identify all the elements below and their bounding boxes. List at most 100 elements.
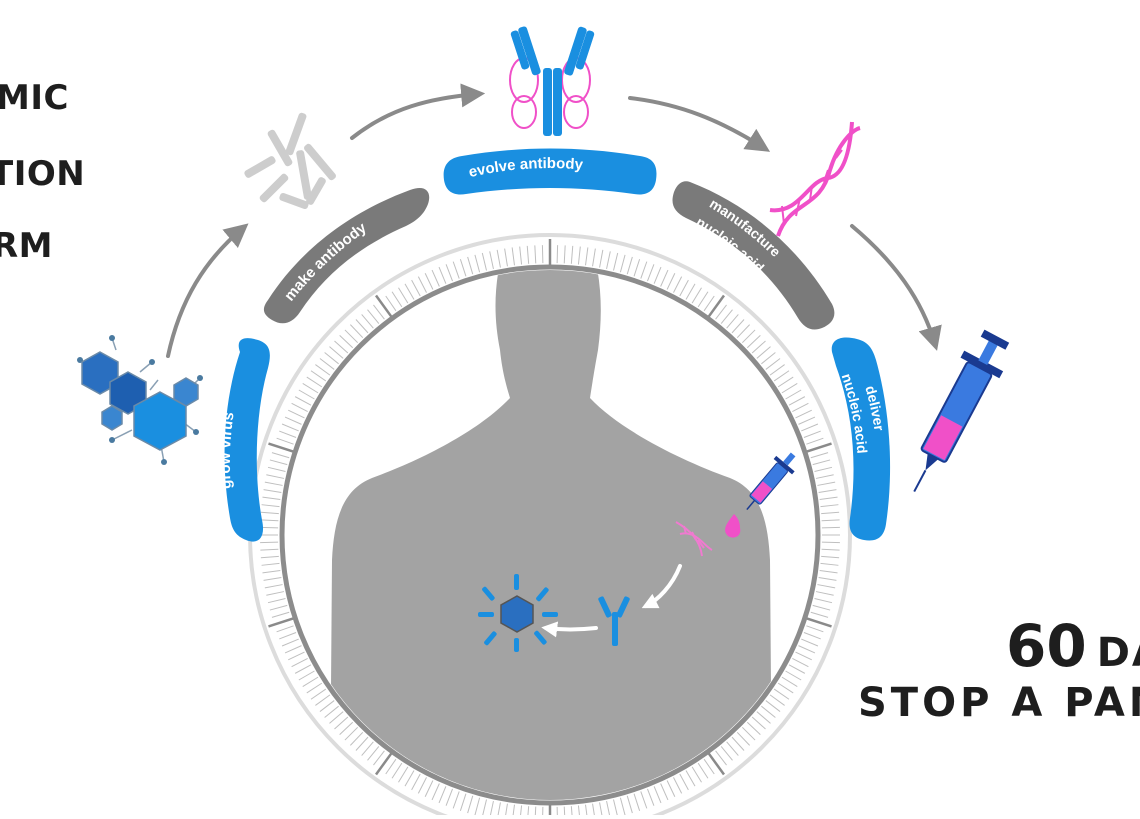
tick-mark xyxy=(520,247,522,265)
tick-mark xyxy=(311,371,326,381)
tick-mark xyxy=(613,253,617,271)
tick-mark xyxy=(490,801,494,815)
tick-mark xyxy=(520,806,522,815)
tick-mark xyxy=(295,397,311,406)
tick-mark xyxy=(460,794,466,811)
tick-mark xyxy=(742,727,755,740)
major-tick-mark xyxy=(268,618,293,626)
tick-mark xyxy=(804,431,821,437)
tick-mark xyxy=(796,410,812,418)
tick-mark xyxy=(292,403,308,411)
tick-mark xyxy=(320,358,334,369)
tick-mark xyxy=(641,791,647,808)
tick-mark xyxy=(299,390,315,399)
tick-mark xyxy=(398,767,407,782)
tick-mark xyxy=(586,805,588,815)
tick-mark xyxy=(613,799,617,815)
tick-mark xyxy=(654,786,661,803)
tick-mark xyxy=(367,310,378,324)
tick-mark xyxy=(303,677,318,686)
tick-mark xyxy=(796,652,812,660)
tick-mark xyxy=(270,460,287,465)
tick-mark xyxy=(634,259,640,276)
tick-mark xyxy=(265,585,283,588)
tick-mark xyxy=(600,250,603,268)
tick-mark xyxy=(816,592,834,596)
tick-mark xyxy=(819,490,837,493)
tick-mark xyxy=(698,763,708,778)
tick-mark xyxy=(627,796,632,813)
tick-mark xyxy=(264,490,282,493)
tick-mark xyxy=(578,806,580,815)
tick-mark xyxy=(412,774,421,790)
tick-mark xyxy=(692,767,701,782)
tick-mark xyxy=(821,512,839,513)
tick-mark xyxy=(340,335,353,347)
tick-mark xyxy=(386,296,396,311)
tick-mark xyxy=(782,383,797,392)
tick-mark xyxy=(439,786,446,803)
tick-mark xyxy=(299,671,315,680)
tick-mark xyxy=(453,791,459,808)
tick-mark xyxy=(535,245,536,263)
tick-mark xyxy=(789,665,805,674)
tick-mark xyxy=(737,732,749,745)
tick-mark xyxy=(315,365,330,376)
tick-mark xyxy=(490,251,494,269)
tick-mark xyxy=(692,288,701,303)
tick-mark xyxy=(460,259,466,276)
arrow-manufacture-to-deliver xyxy=(852,226,935,344)
tick-mark xyxy=(266,592,284,596)
tick-mark xyxy=(373,751,384,765)
tick-mark xyxy=(647,789,653,806)
tick-mark xyxy=(325,352,339,363)
tick-mark xyxy=(512,247,514,265)
tick-mark xyxy=(468,796,473,813)
tick-mark xyxy=(641,262,647,279)
tick-mark xyxy=(367,746,378,760)
tick-mark xyxy=(398,288,407,303)
tick-mark xyxy=(732,737,744,750)
tick-mark xyxy=(329,712,343,724)
tick-mark xyxy=(822,549,840,550)
tick-mark xyxy=(270,605,287,610)
tick-mark xyxy=(329,347,343,359)
tick-mark xyxy=(673,777,681,793)
tick-mark xyxy=(761,706,775,717)
tick-mark xyxy=(686,284,695,300)
tick-mark xyxy=(801,639,818,646)
tick-mark xyxy=(742,330,755,343)
tick-mark xyxy=(571,806,572,815)
tick-mark xyxy=(527,806,528,815)
major-tick-mark xyxy=(376,753,391,774)
major-tick-mark xyxy=(376,296,391,317)
days-heading: 60DA xyxy=(1006,612,1140,680)
tick-mark xyxy=(770,695,785,706)
tick-mark xyxy=(307,683,322,693)
tick-mark xyxy=(647,264,653,281)
tick-mark xyxy=(272,612,289,617)
tick-mark xyxy=(778,683,793,693)
tick-mark xyxy=(261,512,279,513)
tick-mark xyxy=(497,802,500,815)
major-tick-mark xyxy=(807,618,832,626)
tick-mark xyxy=(295,665,311,674)
tick-mark xyxy=(721,310,732,324)
tick-mark xyxy=(593,249,596,267)
tick-mark xyxy=(320,701,334,712)
tick-mark xyxy=(766,701,780,712)
tick-mark xyxy=(716,751,727,765)
tick-mark xyxy=(564,245,565,263)
tick-mark xyxy=(261,556,279,557)
tick-mark xyxy=(770,365,785,376)
tick-mark xyxy=(821,505,839,507)
tick-mark xyxy=(260,520,278,521)
tick-mark xyxy=(757,712,771,724)
tick-mark xyxy=(820,571,838,573)
tick-mark xyxy=(819,578,837,581)
tick-mark xyxy=(727,742,739,756)
tick-mark xyxy=(350,732,362,745)
tick-mark xyxy=(527,246,528,264)
tick-mark xyxy=(804,632,821,638)
tick-mark xyxy=(340,722,353,734)
